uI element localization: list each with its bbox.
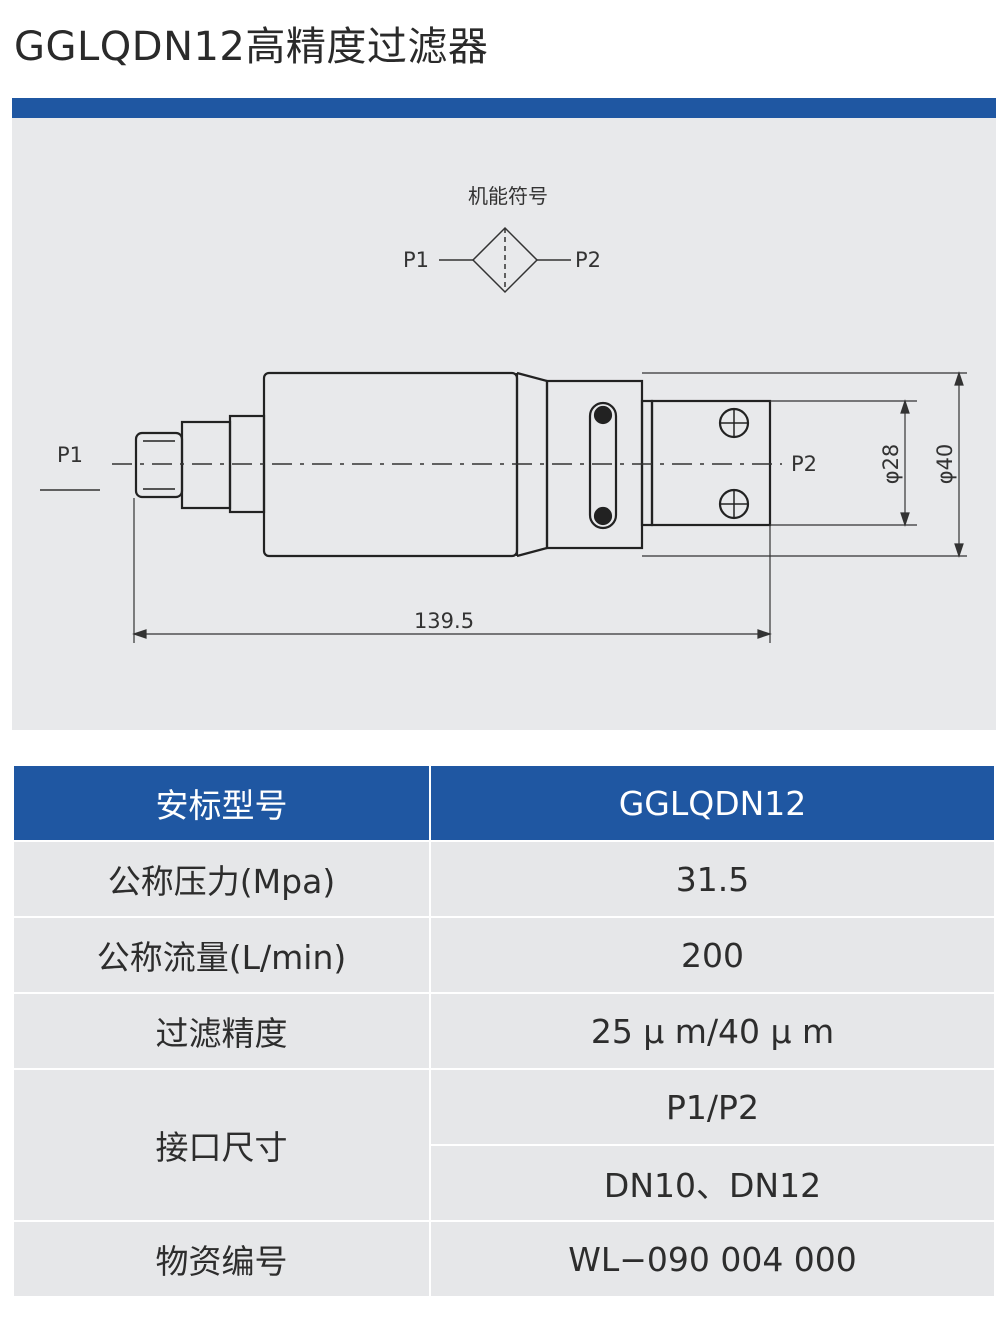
table-row: 物资编号 WL−090 004 000: [12, 1220, 996, 1298]
row-value: 31.5: [429, 840, 996, 918]
title-accent-bar: [12, 98, 996, 118]
dimension-diameter-small: [770, 399, 917, 527]
row-value: 25 μ m/40 μ m: [429, 992, 996, 1070]
table-row: 接口尺寸 P1/P2: [12, 1068, 996, 1222]
row-label: 公称压力(Mpa): [12, 840, 431, 918]
symbol-port-out: P2: [575, 248, 601, 272]
table-header-value: GGLQDN12: [429, 764, 996, 842]
table-row: 公称流量(L/min) 200: [12, 916, 996, 994]
symbol-caption: 机能符号: [468, 184, 548, 208]
row-value: 200: [429, 916, 996, 994]
dimension-length-label: 139.5: [414, 609, 474, 633]
row-label: 过滤精度: [12, 992, 431, 1070]
dimension-diameter-large-label: φ40: [933, 444, 957, 485]
table-row: 公称压力(Mpa) 31.5: [12, 840, 996, 918]
table-header-row: 安标型号 GGLQDN12: [12, 764, 996, 842]
page-title: GGLQDN12高精度过滤器: [14, 24, 489, 70]
table-row: 过滤精度 25 μ m/40 μ m: [12, 992, 996, 1070]
port-in-label: P1: [57, 443, 83, 467]
interface-label: 接口尺寸: [12, 1068, 431, 1222]
symbol-port-in: P1: [403, 248, 429, 272]
material-number-label: 物资编号: [12, 1220, 431, 1298]
table-row: DN10、DN12: [13, 1144, 996, 1222]
material-number-value: WL−090 004 000: [429, 1220, 996, 1298]
spec-table: 安标型号 GGLQDN12 公称压力(Mpa) 31.5 公称流量(L/min)…: [12, 764, 996, 1298]
table-header-label: 安标型号: [12, 764, 431, 842]
dimension-diameter-large: [642, 371, 967, 558]
port-out-label: P2: [791, 452, 817, 476]
filter-symbol-icon: [439, 226, 571, 294]
technical-drawing-panel: 机能符号 P1 P2 P1: [12, 118, 996, 730]
dimension-length: [132, 498, 772, 643]
dimension-diameter-small-label: φ28: [879, 444, 903, 485]
interface-ports: P1/P2: [429, 1068, 996, 1146]
technical-drawing: 机能符号 P1 P2 P1: [40, 184, 967, 643]
interface-sizes: DN10、DN12: [429, 1144, 996, 1222]
row-label: 公称流量(L/min): [12, 916, 431, 994]
